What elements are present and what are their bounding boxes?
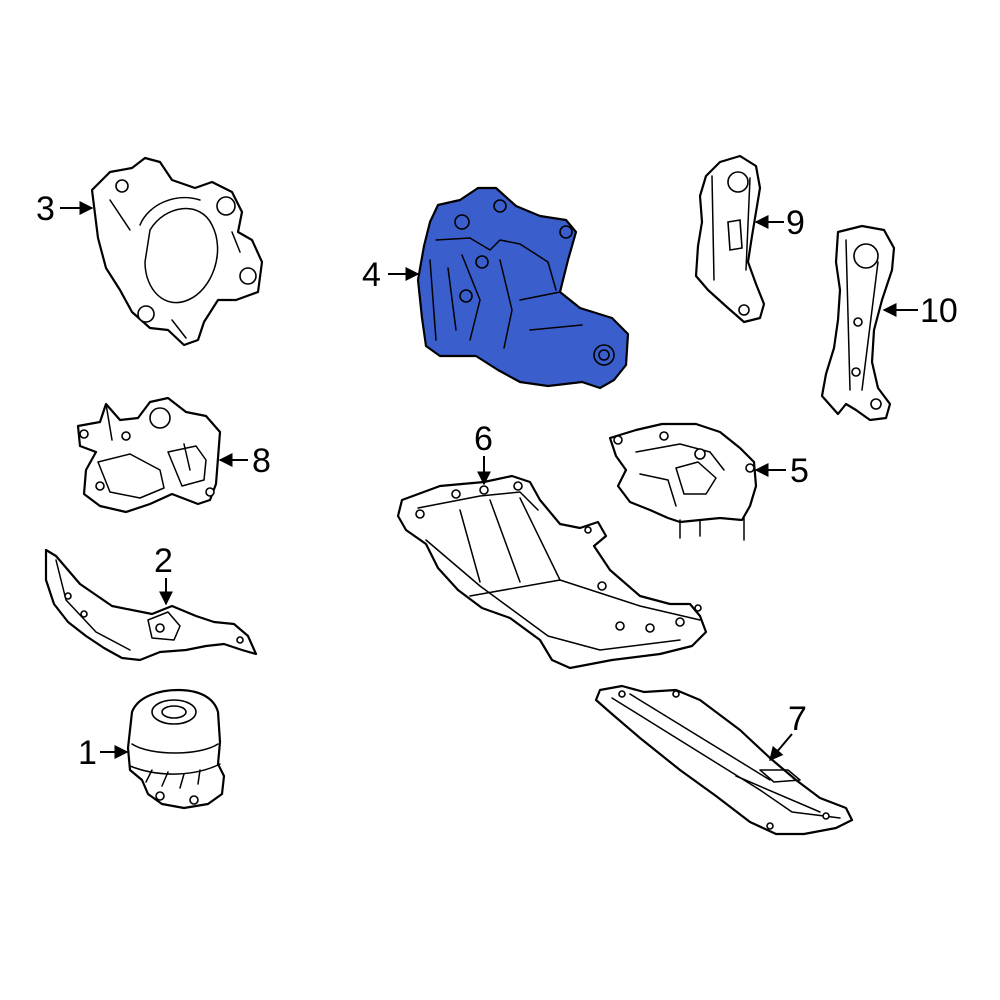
callout-2: 2 xyxy=(154,542,173,580)
callout-1: 1 xyxy=(78,734,97,772)
part-2-bracket[interactable] xyxy=(44,548,258,662)
leader-line-7 xyxy=(769,733,793,762)
part-1-engine-mount[interactable] xyxy=(126,688,226,810)
callout-7: 7 xyxy=(788,700,807,738)
part-5-transmission-mount[interactable] xyxy=(608,422,758,541)
callout-8: 8 xyxy=(252,442,271,480)
callout-9: 9 xyxy=(786,204,805,242)
callout-5: 5 xyxy=(790,452,809,490)
part-4-engine-mount-bracket[interactable] xyxy=(416,186,630,390)
part-6-subframe[interactable] xyxy=(396,474,708,670)
part-10-long-bracket[interactable] xyxy=(820,224,896,422)
callout-4: 4 xyxy=(362,256,381,294)
callout-6: 6 xyxy=(474,420,493,458)
callout-3: 3 xyxy=(36,190,55,228)
callout-10: 10 xyxy=(920,292,958,330)
part-9-bracket[interactable] xyxy=(694,154,766,324)
part-7-skid-plate[interactable] xyxy=(594,684,854,836)
part-8-mount-bracket-assembly[interactable] xyxy=(76,396,222,514)
part-3-housing[interactable] xyxy=(90,156,264,347)
